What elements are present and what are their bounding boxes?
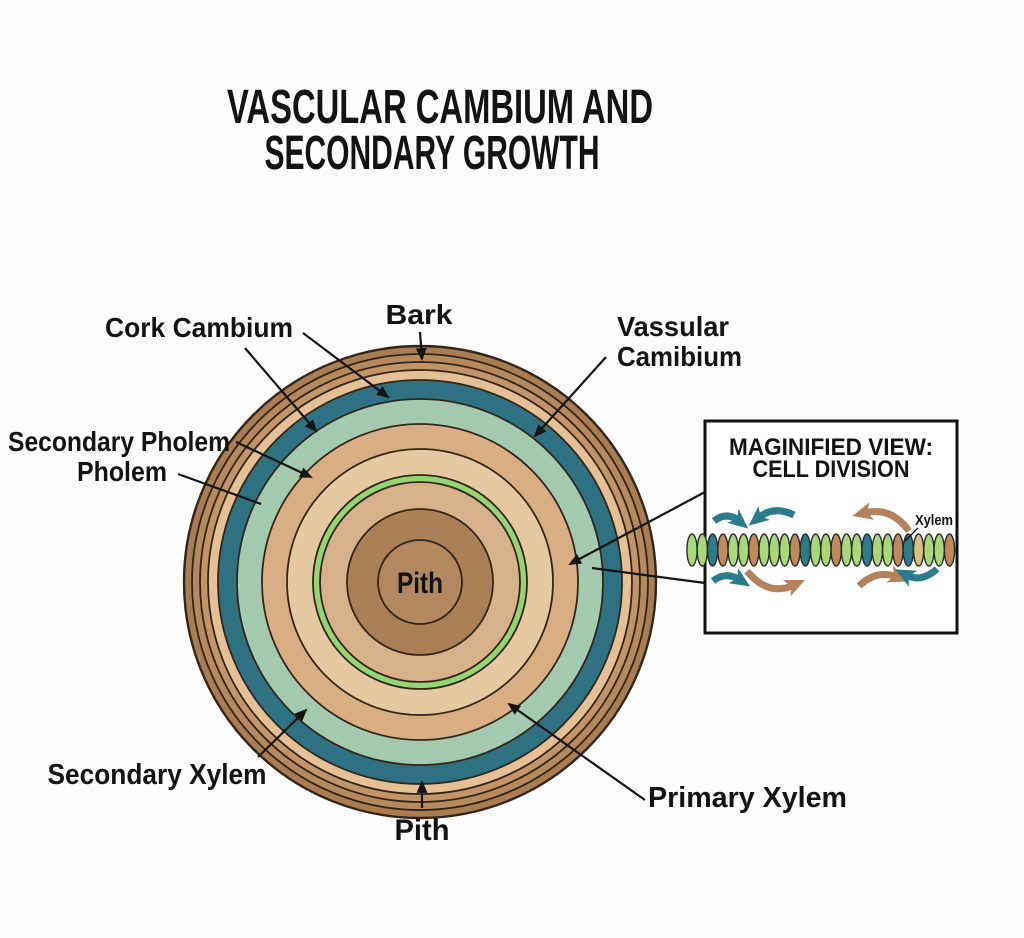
label-secondary-phloem-text-2: Pholem	[77, 456, 167, 487]
label-vascular-cambium-text-1: Vassular	[617, 311, 729, 342]
leader-primary-xylem	[507, 702, 646, 801]
leader-secondary-xylem	[257, 708, 308, 758]
xylem-pointer-line	[904, 527, 919, 542]
cambium-cell-green	[881, 533, 894, 567]
cambium-cell-green	[840, 533, 853, 567]
cambium-cell-green	[737, 533, 750, 567]
label-pith-center-text-1: Pith	[397, 567, 443, 600]
cambium-cell-green	[778, 533, 791, 567]
cambium-cell-green	[923, 533, 935, 567]
cambium-cell-green	[696, 533, 709, 567]
label-pith-bottom: Pith	[395, 814, 450, 847]
label-primary-xylem: Primary Xylem	[648, 782, 847, 814]
label-secondary-xylem: Secondary Xylem	[48, 759, 267, 791]
label-cork-cambium: Cork Cambium	[105, 312, 293, 343]
cambium-cell-green	[871, 533, 884, 567]
magnified-view-inset: MAGINIFIED VIEW:CELL DIVISION Xylem	[686, 419, 959, 635]
cambium-cell-green	[820, 533, 832, 567]
cambium-cell-brown	[892, 533, 904, 567]
cambium-cell-teal	[799, 533, 812, 567]
cambium-cell-green	[686, 533, 698, 567]
cell-flow-arrow-bottom-right-brown	[856, 565, 909, 589]
label-secondary-phloem-text-1: Secondary Pholem	[8, 426, 230, 457]
cambium-cell-green	[933, 533, 946, 567]
leader-cork-cambium-1	[302, 332, 390, 399]
cell-flow-arrow-bottom-right-teal	[895, 566, 940, 587]
cambium-cell-brown	[789, 533, 801, 567]
inset-title-line-1: MAGINIFIED VIEW:	[729, 434, 933, 461]
cambium-cell-green	[758, 533, 770, 567]
cell-flow-arrow-top-right-brown	[852, 502, 912, 534]
cambium-cell-green	[809, 533, 822, 567]
cambium-cell-green	[768, 533, 781, 567]
cell-flow-arrow-top-left-small	[711, 508, 749, 529]
cell-flow-arrow-top-left-large	[748, 505, 796, 526]
label-cork-cambium-text-1: Cork Cambium	[105, 312, 293, 343]
cambium-cell-brown	[717, 533, 729, 567]
leader-inset-upper	[568, 491, 706, 565]
figure-title-line-2: SECONDARY GROWTH	[265, 127, 600, 180]
inset-xylem-label: Xylem	[915, 512, 953, 529]
leader-cork-cambium-2	[244, 347, 318, 433]
label-secondary-xylem-text-1: Secondary Xylem	[48, 759, 267, 791]
cambium-cell-brown	[748, 533, 760, 567]
leader-vascular-cambium	[533, 356, 607, 438]
cambium-cell-teal	[861, 533, 873, 567]
cell-flow-arrow-bottom-left-brown	[744, 568, 805, 597]
label-vascular-cambium-text-2: Camibium	[617, 341, 742, 372]
ring-pith-core	[377, 539, 463, 625]
leader-bark	[415, 331, 427, 362]
cambium-cell-brown	[830, 533, 843, 567]
cambium-cell-tan	[912, 533, 925, 567]
leader-secondary-phloem-1	[235, 441, 313, 478]
cambium-cell-teal	[902, 533, 915, 567]
label-bark: Bark	[386, 299, 453, 330]
label-pith-center: Pith	[397, 567, 443, 600]
label-pith-bottom-text-1: Pith	[395, 814, 450, 847]
cambium-cell-brown	[943, 533, 956, 567]
cambium-cell-green	[851, 533, 863, 567]
figure-title-line-1: VASCULAR CAMBIUM AND	[227, 81, 653, 134]
cell-flow-arrow-bottom-left-small	[710, 568, 751, 587]
inset-title-line-2: CELL DIVISION	[753, 456, 910, 483]
label-primary-xylem-text-1: Primary Xylem	[648, 782, 847, 814]
leader-inset-lower	[591, 566, 706, 585]
leader-secondary-phloem-2	[177, 472, 262, 506]
cambium-cell-teal	[706, 533, 719, 567]
cambium-cell-green	[727, 533, 740, 567]
label-bark-text-1: Bark	[386, 299, 453, 330]
